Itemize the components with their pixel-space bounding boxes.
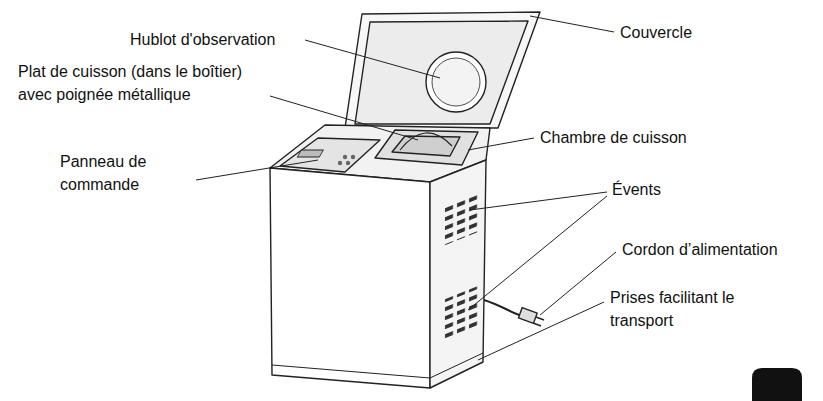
part-label: Cordon d’alimentation <box>622 238 778 261</box>
leader-lines <box>196 16 616 360</box>
baking-chamber <box>375 130 478 165</box>
baking-pan <box>392 136 460 156</box>
control-panel <box>280 138 380 172</box>
part-label: Hublot d'observation <box>130 28 275 51</box>
part-label: Plat de cuisson (dans le boîtier) avec p… <box>18 60 273 106</box>
pan-handle <box>400 133 452 150</box>
lid <box>345 12 540 128</box>
part-label: Évents <box>612 178 661 201</box>
vents <box>443 192 478 246</box>
power-cord <box>484 300 522 316</box>
part-label: Chambre de cuisson <box>540 126 687 149</box>
part-label: Couvercle <box>620 21 692 44</box>
page-tab <box>752 368 802 401</box>
part-label: Prises facilitant le transport <box>610 286 800 332</box>
part-label: Panneau de commande <box>60 150 192 196</box>
vents <box>443 286 478 340</box>
side-face <box>430 160 486 388</box>
front-face <box>270 168 430 388</box>
plug <box>518 308 537 324</box>
viewing-window <box>426 52 486 112</box>
